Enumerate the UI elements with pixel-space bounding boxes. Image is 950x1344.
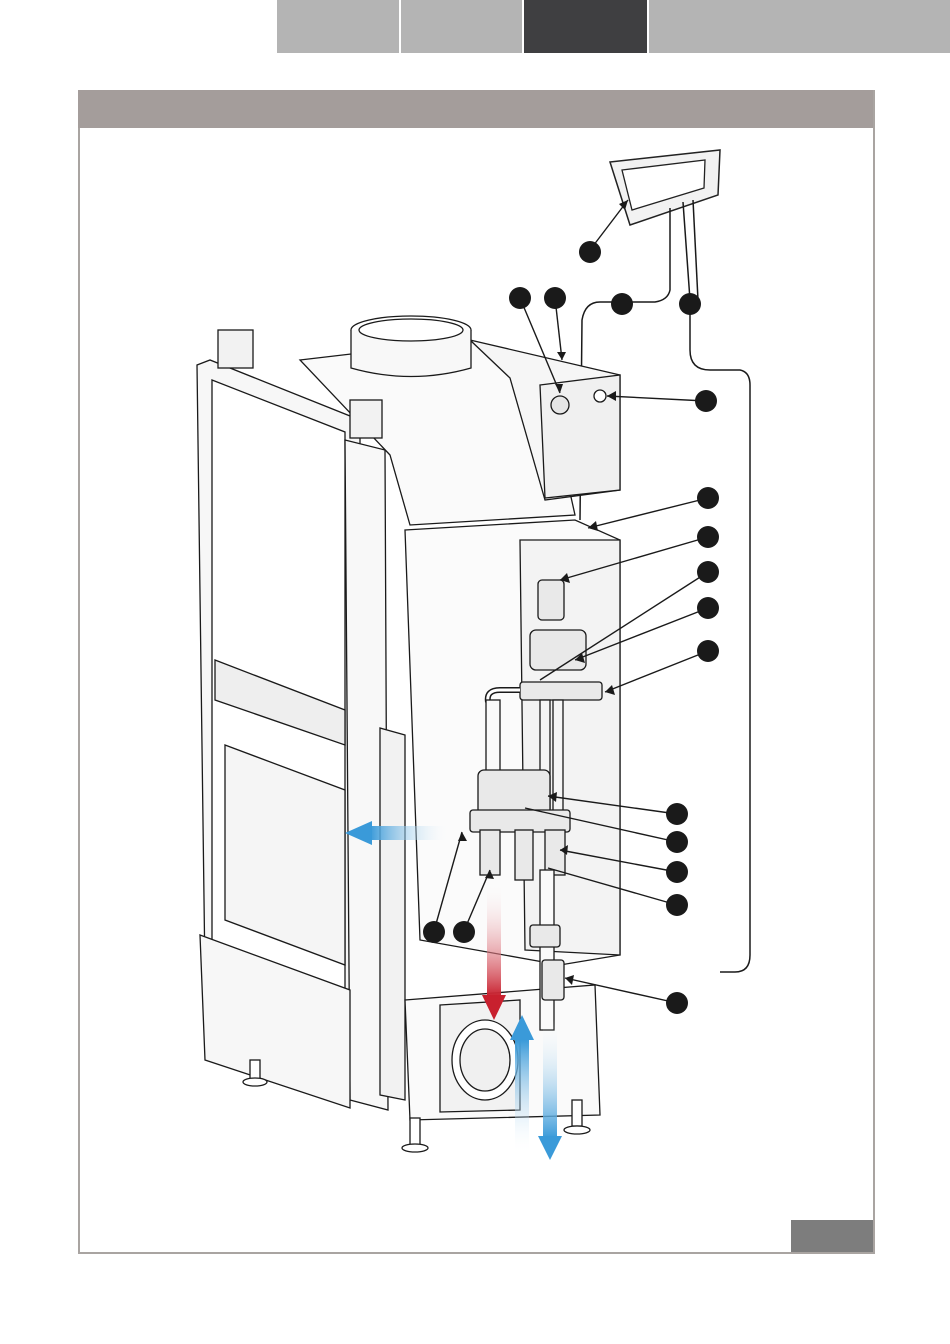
- cold-inlet-arrow-shaft: [515, 1040, 529, 1155]
- callout-17: [453, 921, 475, 943]
- callout-7: [697, 487, 719, 509]
- callout-3: [544, 287, 566, 309]
- callout-8: [697, 526, 719, 548]
- callout-13: [666, 831, 688, 853]
- callout-1: [579, 241, 601, 263]
- callout-12: [666, 803, 688, 825]
- callout-10: [697, 597, 719, 619]
- callout-16: [423, 921, 445, 943]
- callout-15: [666, 894, 688, 916]
- cold-outlet-arrow-shaft: [543, 1020, 557, 1138]
- callout-11: [697, 640, 719, 662]
- callout-4: [611, 293, 633, 315]
- callout-6: [695, 390, 717, 412]
- side-outlet-arrow-shaft: [370, 826, 450, 840]
- callout-14: [666, 861, 688, 883]
- callout-5: [679, 293, 701, 315]
- callout-2: [509, 287, 531, 309]
- cold-outlet-arrow-head: [538, 1136, 562, 1160]
- callout-18: [666, 992, 688, 1014]
- callout-9: [697, 561, 719, 583]
- hot-flow-arrow-shaft: [487, 882, 501, 997]
